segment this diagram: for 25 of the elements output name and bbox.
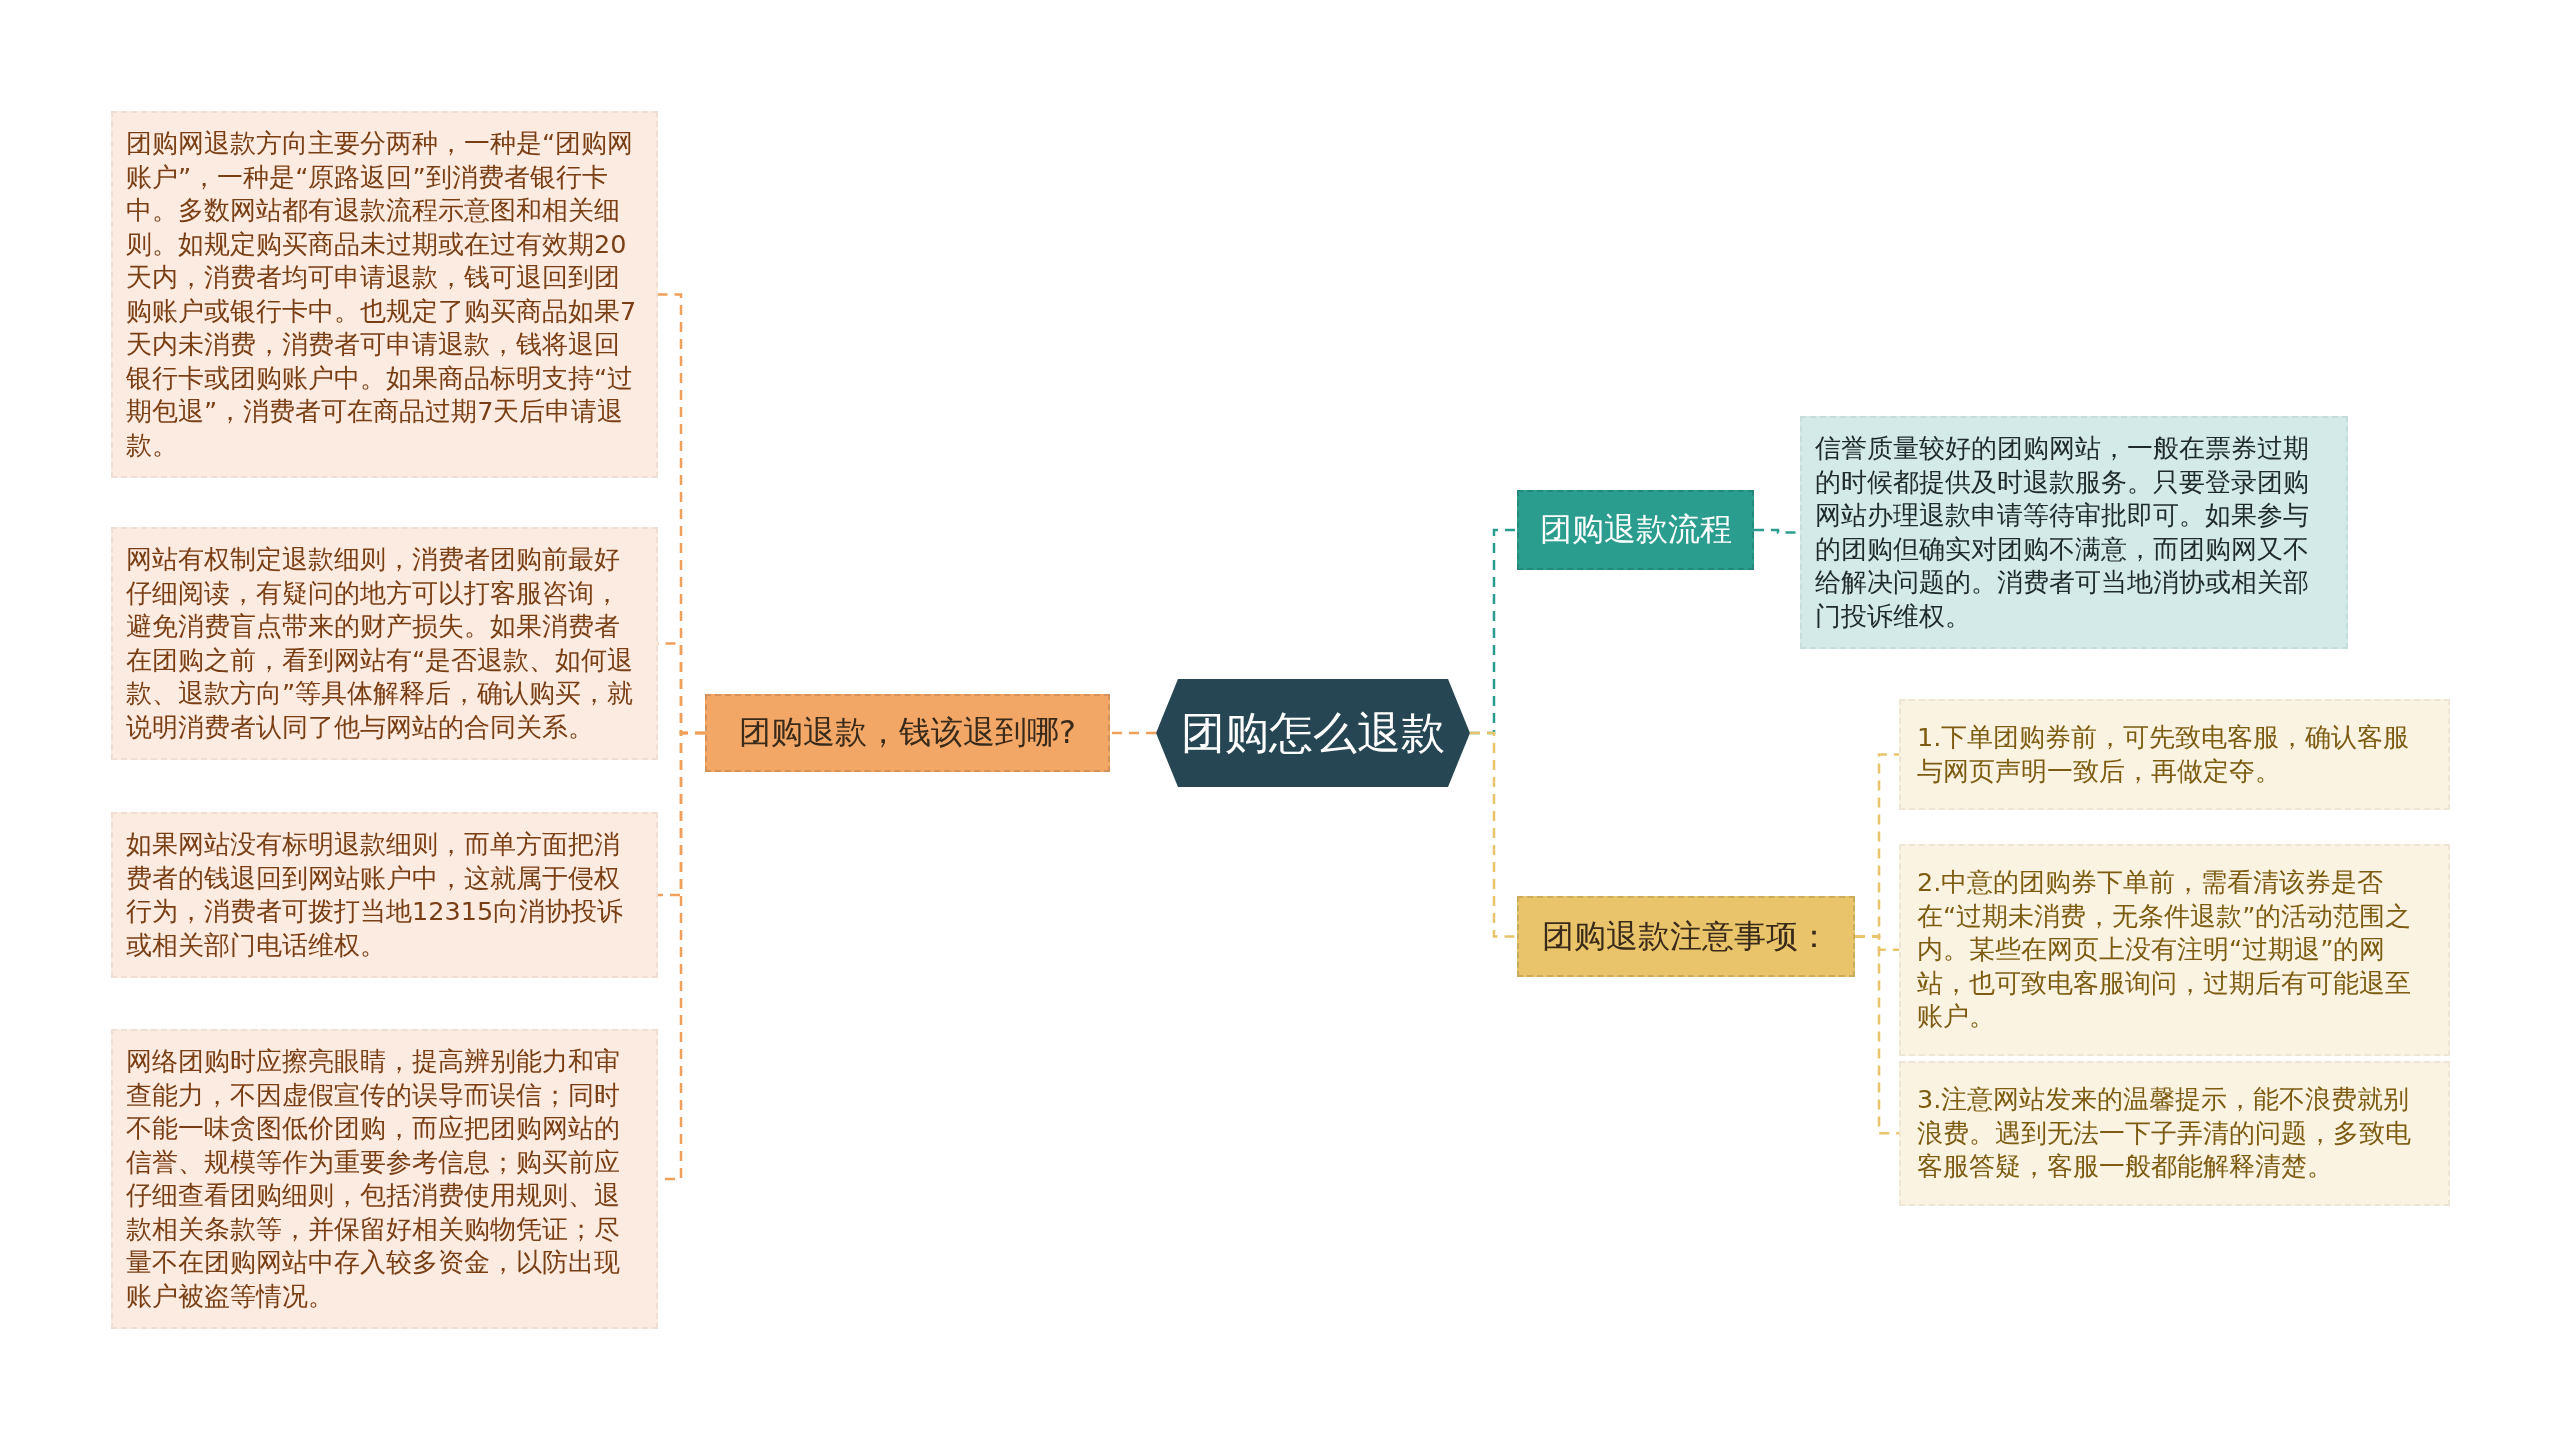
note-text: 如果网站没有标明退款细则，而单方面把消费者的钱退回到网站账户中，这就属于侵权行为，消费者可拨打当地12315向消协投诉或相关部门电话维权。 — [126, 828, 625, 962]
note-text: 3.注意网站发来的温馨提示，能不浪费就别浪费。遇到无法一下子弄清的问题，多致电客服答疑，客服一般都能解释清楚。 — [1917, 1083, 2412, 1183]
note-text: 团购网退款方向主要分两种，一种是“团购网账户”，一种是“原路返回”到消费者银行卡中。多数网站都有退款流程示意图和相关细则。如规定购买商品未过期或在过有效期20天内，消费者均可申请退款，钱可退回到团购账户或银行卡中。也规定了购买商品如果7天内未消费，消费者可申请退款，钱将退回银行卡或团购账户中。如果商品标明支持“过期包退”，消费者可在商品过期7天后申请退款。 — [126, 127, 638, 462]
branch-title: 团购退款，钱该退到哪? — [739, 712, 1076, 753]
note-card — [111, 1029, 658, 1329]
branch-topic-box — [1517, 490, 1754, 570]
connector-line — [1855, 935, 1899, 1135]
branch-topic-box — [705, 694, 1110, 772]
note-card — [1800, 416, 2348, 649]
note-card — [111, 527, 658, 760]
connector-line — [1470, 731, 1517, 938]
note-card — [111, 812, 658, 978]
note-text: 网络团购时应擦亮眼睛，提高辨别能力和审查能力，不因虚假宣传的误导而误信；同时不能一味贪图低价团购，而应把团购网站的信誉、规模等作为重要参考信息；购买前应仔细查看团购细则，包括消费使用规则、退款相关条款等，并保留好相关购物凭证；尽量不在团购网站中存入较多资金，以防出现账户被盗等情况。 — [126, 1045, 621, 1313]
branch-topic-box — [1517, 896, 1855, 977]
note-text: 信誉质量较好的团购网站，一般在票券过期的时候都提供及时退款服务。只要登录团购网站办理退款申请等待审批即可。如果参与的团购但确实对团购不满意，而团购网又不给解决问题的。消费者可当地消协或相关部门投诉维权。 — [1815, 432, 2310, 633]
note-text: 2.中意的团购券下单前，需看清该券是否在“过期未消费，无条件退款”的活动范围之内。某些在网页上没有注明“过期退”的网站，也可致电客服询问，过期后有可能退至账户。 — [1917, 866, 2413, 1033]
note-text: 1.下单团购券前，可先致电客服，确认客服与网页声明一致后，再做定夺。 — [1917, 721, 2411, 788]
note-card — [1899, 699, 2450, 810]
topic-title: 团购怎么退款 — [1181, 705, 1445, 760]
branch-title: 团购退款流程 — [1539, 509, 1732, 550]
note-card — [1899, 844, 2450, 1056]
note-card — [1899, 1061, 2450, 1206]
connector-line — [1110, 731, 1156, 735]
note-text: 网站有权制定退款细则，消费者团购前最好仔细阅读，有疑问的地方可以打客服咨询，避免消费盲点带来的财产损失。如果消费者在团购之前，看到网站有“是否退款、如何退款、退款方向”等具体解释后，确认购买，就说明消费者认同了他与网站的合同关系。 — [126, 543, 635, 744]
branch-title: 团购退款注意事项： — [1542, 915, 1830, 957]
